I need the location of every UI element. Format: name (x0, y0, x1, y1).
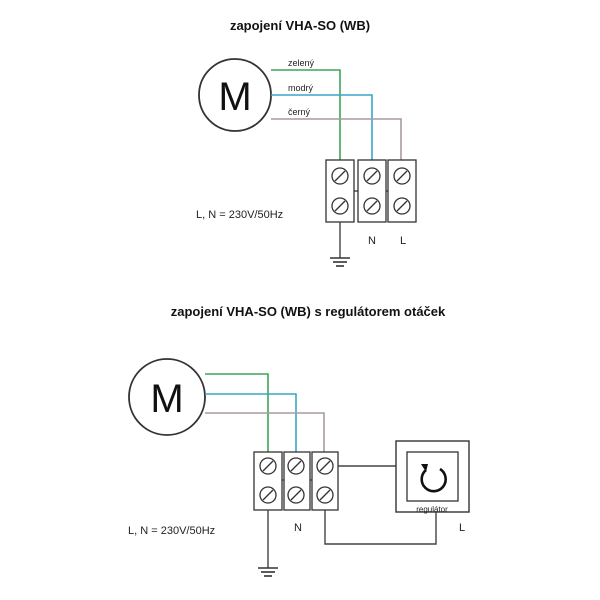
terminal-block-1 (325, 159, 417, 223)
screw-terminal-icon (331, 167, 411, 215)
terminal-l-label-2: L (459, 522, 465, 534)
wire-label-black: černý (288, 107, 311, 117)
motor-letter: M (150, 377, 183, 421)
ground-icon (258, 567, 278, 577)
wire-from-regulator (324, 510, 437, 545)
terminal-n-label-2: N (294, 522, 302, 534)
screw-terminal-icon (259, 457, 334, 504)
ground-icon (330, 257, 350, 267)
regulator-label: regulátor (416, 505, 448, 514)
terminal-block-2 (253, 451, 339, 511)
wire-blue (205, 393, 297, 456)
wire-blue (271, 94, 373, 170)
wire-label-green: zelený (288, 58, 315, 68)
wire-black (205, 412, 325, 456)
wire-black (271, 118, 402, 170)
wire-label-blue: modrý (288, 83, 314, 93)
wire-green (205, 373, 269, 456)
supply-label-1: L, N = 230V/50Hz (196, 209, 283, 221)
motor-letter: M (218, 75, 251, 119)
diagram-2: zapojení VHA-SO (WB) s regulátorem otáče… (128, 304, 470, 577)
regulator: regulátor (395, 440, 470, 514)
terminal-n-label-1: N (368, 235, 376, 247)
terminal-l-label-1: L (400, 235, 406, 247)
motor-icon: M (198, 58, 272, 132)
diagram-1-title: zapojení VHA-SO (WB) (230, 18, 370, 33)
diagram-2-title: zapojení VHA-SO (WB) s regulátorem otáče… (171, 304, 446, 319)
diagram-1: zapojení VHA-SO (WB) M zelený modrý čern… (196, 18, 417, 267)
rotation-icon (420, 464, 447, 493)
wire-green (271, 69, 341, 170)
supply-label-2: L, N = 230V/50Hz (128, 525, 215, 537)
motor-icon: M (128, 358, 206, 436)
